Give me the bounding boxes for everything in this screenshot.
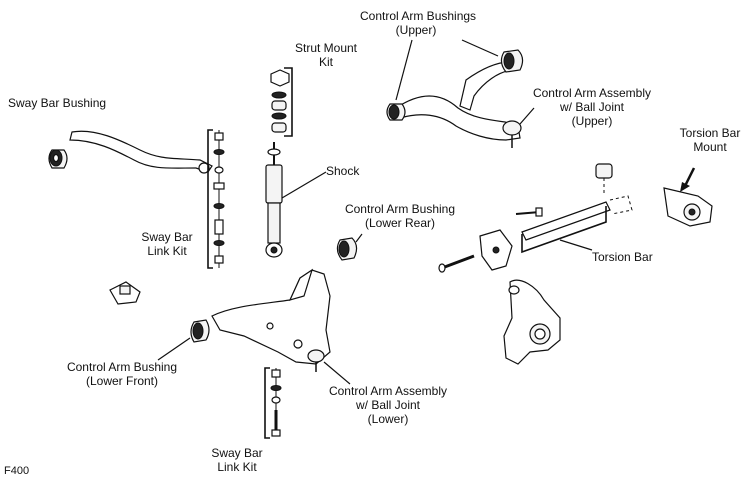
strut-mount-kit-parts (270, 69, 290, 133)
label-torsion-bar: Torsion Bar (592, 250, 653, 264)
lower-rear-bushing-leader (355, 233, 363, 243)
shock-absorber (265, 142, 283, 258)
label-sway-bar-link-kit-upper: Sway Bar Link Kit (141, 230, 193, 258)
lower-control-arm (211, 268, 331, 372)
torsion-bar (521, 163, 633, 241)
label-sway-bar-link-kit-lower: Sway Bar Link Kit (211, 446, 263, 474)
label-control-arm-bushing-lower-front: Control Arm Bushing (Lower Front) (66, 360, 178, 388)
upper-bushing-left (386, 103, 406, 121)
strut-mount-bracket (284, 67, 293, 137)
label-control-arm-bushing-lower-rear: Control Arm Bushing (Lower Rear) (344, 202, 456, 230)
torsion-bar-leader (559, 239, 593, 251)
lower-front-bushing (190, 319, 210, 343)
upper-control-arm (395, 61, 522, 148)
label-control-arm-bushings-upper: Control Arm Bushings (Upper) (360, 9, 477, 37)
lower-rear-bushing (336, 237, 358, 261)
upper-bushing-right (500, 49, 524, 73)
torsion-anchor-arm (479, 207, 543, 271)
link-kit-upper-bracket (207, 129, 213, 269)
sway-bar-bushing (48, 149, 68, 169)
lower-front-bushing-leader (157, 337, 191, 361)
label-control-arm-assembly-upper: Control Arm Assembly w/ Ball Joint (Uppe… (532, 86, 652, 128)
figure-code: F400 (4, 465, 30, 477)
torsion-mount-arrowhead (680, 182, 690, 192)
sway-bar (69, 130, 213, 174)
torsion-bar-mount (663, 187, 713, 227)
label-torsion-bar-mount: Torsion Bar Mount (679, 126, 741, 154)
upper-bushings-leader-right (461, 39, 499, 57)
bump-stop-bracket (109, 281, 141, 305)
upper-arm-leader (519, 107, 535, 125)
label-strut-mount-kit: Strut Mount Kit (294, 41, 358, 69)
sway-bar-link-kit-lower-parts (270, 368, 282, 437)
label-control-arm-assembly-lower: Control Arm Assembly w/ Ball Joint (Lowe… (328, 384, 448, 426)
label-sway-bar-bushing: Sway Bar Bushing (8, 96, 107, 110)
torsion-bar-bracket (521, 206, 607, 254)
lower-arm-leader (323, 361, 351, 385)
bolt (438, 254, 475, 273)
sway-bar-link-kit-upper-parts (213, 130, 225, 268)
link-kit-lower-bracket (264, 367, 270, 439)
upper-bushings-leader-left (395, 39, 413, 101)
steering-knuckle (503, 279, 561, 365)
shock-leader (281, 171, 327, 199)
label-shock: Shock (326, 164, 360, 178)
